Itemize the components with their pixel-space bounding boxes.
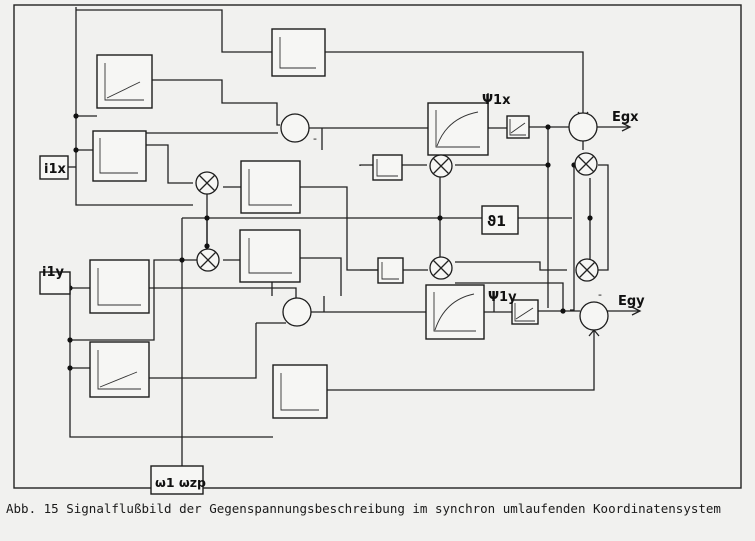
caption-number: Abb. 15 — [6, 501, 59, 516]
output-y-label: Egy — [618, 294, 645, 309]
block-step-x — [92, 130, 147, 182]
block-omega — [150, 465, 204, 495]
omega-label: ω1 ωzp — [155, 475, 206, 490]
block-pt1-y — [425, 284, 485, 340]
figure-caption: Abb. 15 Signalflußbild der Gegenspannung… — [6, 500, 754, 517]
block-psi-y-small — [511, 299, 539, 325]
input-x-label: i1x — [44, 162, 67, 177]
block-pt1-x — [427, 102, 489, 156]
psi-y-label: Ψ1y — [488, 290, 517, 305]
multiplier-junctions — [195, 152, 599, 282]
block-small-lower — [377, 257, 404, 284]
theta-label: ϑ1 — [487, 214, 506, 230]
caption-text: Signalflußbild der Gegenspannungsbeschre… — [66, 501, 721, 516]
signal-flow-diagram: i1x i1y Egx Egy Ψ1x Ψ1y ϑ1 ω1 ωzp - - — [13, 4, 742, 495]
output-x-label: Egx — [612, 110, 639, 125]
block-ramp-x — [96, 54, 153, 109]
signal-lines — [68, 7, 642, 466]
block-psi-x-small — [506, 115, 530, 139]
block-input-x — [39, 155, 69, 180]
block-small-upper — [372, 154, 403, 181]
block-theta — [481, 205, 519, 235]
block-bottom — [272, 364, 328, 419]
block-mid-lower — [239, 229, 301, 283]
summing-junctions — [280, 112, 609, 331]
sign-minus-upper: - — [313, 132, 317, 145]
block-input-y — [39, 271, 71, 295]
psi-x-label: Ψ1x — [482, 93, 511, 108]
transfer-blocks — [39, 28, 539, 495]
input-y-label: i1y — [42, 265, 65, 280]
sign-minus-lower: - — [598, 288, 602, 301]
block-top — [271, 28, 326, 77]
block-step-y — [89, 259, 150, 314]
block-mid-upper — [240, 160, 301, 214]
block-ramp-y — [89, 341, 150, 398]
diagram-frame — [13, 4, 742, 489]
